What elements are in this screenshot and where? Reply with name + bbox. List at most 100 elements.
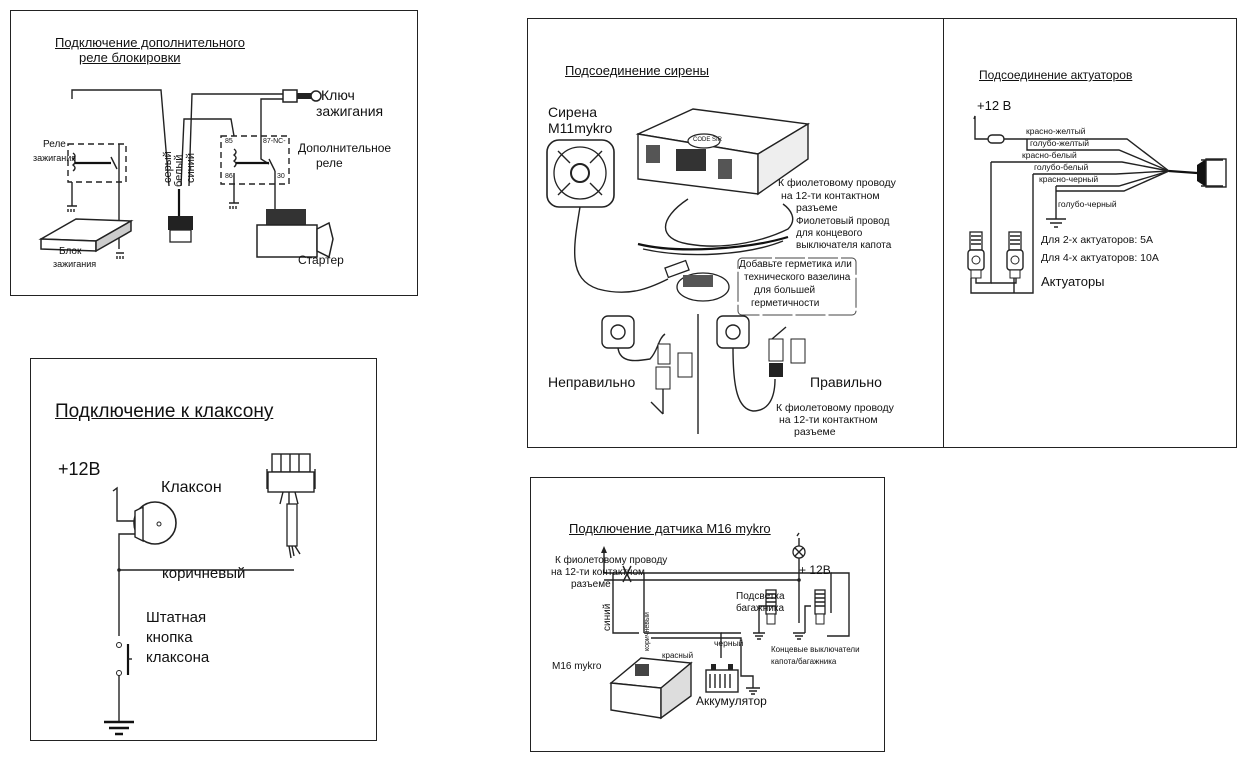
switch-loop-wire — [827, 572, 850, 637]
violet-note-line2: на 12-ти контактном — [781, 190, 880, 202]
ignition-block-label-line1: Блок — [59, 246, 82, 257]
switch-ground-wire-1 — [758, 605, 766, 633]
wire-label-blue-yellow: голубо-желтый — [1030, 138, 1090, 148]
sealant-note-box — [737, 257, 857, 316]
siren-wrong-cable — [617, 333, 666, 362]
siren-diagram-panel: Подсоединение сирены Сирена M11mykro COD… — [527, 18, 944, 448]
ground-icon — [104, 720, 134, 736]
extra-relay-box — [220, 135, 290, 185]
harness-wires — [991, 138, 1170, 192]
wire-label-white: белый — [173, 154, 185, 187]
lamp-cross — [794, 547, 804, 557]
starter-label: Стартер — [298, 253, 344, 267]
blue-wire — [188, 93, 283, 187]
actuator-2-icon — [1006, 231, 1024, 279]
sealant-note-line1: Добавьте герметика или — [739, 259, 852, 270]
siren-right-icon — [716, 315, 750, 349]
battery-label: Аккумулятор — [696, 694, 767, 708]
pin-85-label: 85 — [225, 138, 233, 145]
plus12-wire — [973, 115, 988, 140]
siren-right-cable — [732, 347, 776, 412]
sensor-voltage-label: + 12В — [799, 563, 831, 577]
ignition-relay-label-line1: Реле — [43, 139, 66, 150]
connector-pins — [169, 229, 192, 243]
connector-boot — [1197, 159, 1206, 187]
connector-icon — [168, 216, 193, 230]
horn-icon — [133, 501, 177, 545]
wire-label-red-white: красно-белый — [1022, 150, 1077, 160]
horn-label: Клаксон — [161, 479, 222, 496]
siren-right-center — [725, 324, 741, 340]
ground-icon — [746, 687, 760, 695]
relay-wiring-svg — [38, 89, 334, 259]
starter-solenoid — [266, 209, 306, 225]
pin-30-label: 30 — [277, 173, 285, 180]
button-contact-bottom — [116, 670, 122, 676]
pin-87-label: 87-NC- — [263, 138, 286, 145]
bottom-note-line1: К фиолетовому проводу — [776, 402, 894, 414]
sensor-diagram-panel: Подключение датчика M16 mykro К фиолетов… — [530, 477, 885, 752]
extra-relay-label-line2: реле — [316, 156, 343, 170]
sealant-note-line4: герметичности — [751, 298, 820, 309]
violet-wire-loop — [664, 198, 794, 247]
ground-icon — [67, 205, 77, 212]
connector-icon — [1205, 158, 1227, 188]
siren-center — [570, 163, 590, 183]
hood-wire-line1: Фиолетовый провод — [796, 216, 890, 227]
hood-wire-line2: для концевого — [796, 228, 863, 239]
siren-wrong-icon — [601, 315, 635, 349]
fuse-2-label: Для 2-х актуаторов: 5А — [1041, 234, 1154, 246]
siren-cable — [574, 206, 669, 293]
plug-icon — [664, 259, 690, 279]
hood-switch-icon — [765, 589, 777, 625]
black-wire-label: черный — [714, 638, 744, 648]
wire-label-blue-white: голубо-белый — [1034, 162, 1089, 172]
relay-title-line1: Подключение дополнительного — [55, 35, 245, 50]
red-wire — [651, 637, 754, 688]
horn-title: Подключение к клаксону — [55, 401, 274, 422]
wire-blue-black — [1056, 170, 1170, 192]
sensor-brown-wire-label: коричневый — [644, 612, 651, 651]
control-unit-connector — [676, 149, 706, 171]
junction-dot — [797, 578, 801, 582]
siren-grill — [553, 146, 607, 200]
switches-label-line2: капота/багажника — [771, 657, 837, 666]
wire-red-black — [1056, 170, 1170, 187]
horn-to-button-wire — [118, 533, 135, 636]
sealant-note-line2: технического вазелина — [744, 272, 851, 283]
relay-contact — [110, 156, 118, 170]
wrong-label: Неправильно — [548, 374, 636, 390]
key-shaft — [297, 93, 311, 99]
hood-wire-bundle-2 — [642, 240, 784, 256]
siren-wrong-center — [610, 324, 626, 340]
switches-label-line1: Концевые выключатели — [771, 645, 860, 654]
control-unit-connector-2 — [646, 145, 660, 163]
plug-wrong-3 — [677, 352, 693, 378]
actuator-wire-b — [991, 278, 1017, 284]
actuator-wire-c — [970, 174, 1034, 294]
battery-ribs — [709, 674, 731, 688]
right-label: Правильно — [810, 374, 882, 390]
battery-terminal-plus — [711, 664, 716, 670]
trunk-switch-icon — [814, 589, 826, 625]
actuators-diagram-panel: Подсоединение актуаторов +12 В красно-же… — [943, 18, 1237, 448]
battery-terminal-minus — [728, 664, 733, 670]
sensor-violet-line2: на 12-ти контактном — [551, 567, 645, 578]
siren-wiring-svg — [546, 108, 857, 434]
ignition-relay-label-line2: зажигания — [33, 153, 77, 163]
violet-note-line3: разъеме — [796, 202, 838, 214]
red-wire-label: красный — [662, 651, 694, 660]
m16-device-front — [610, 682, 662, 719]
actuator-1-icon — [967, 231, 985, 279]
key-label-line1: Ключ — [321, 87, 355, 103]
battery-icon — [705, 669, 739, 693]
fuse-icon — [987, 134, 1005, 144]
siren-label-line2: M11mykro — [548, 120, 613, 136]
control-unit-side — [757, 122, 809, 196]
ignition-relay-box — [67, 143, 127, 183]
siren-label-line1: Сирена — [548, 104, 598, 120]
bottom-note-line2: на 12-ти контактном — [779, 414, 878, 426]
m16-connector — [635, 664, 649, 676]
actuators-voltage-label: +12 В — [977, 98, 1012, 113]
key-to-relay-wire — [260, 98, 283, 165]
